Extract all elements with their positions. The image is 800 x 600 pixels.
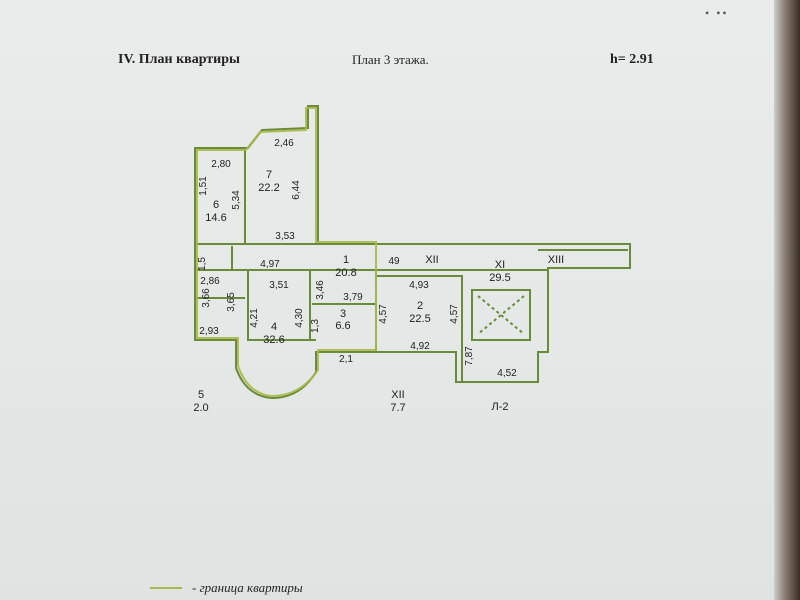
lift-l2-label: Л-2: [492, 401, 509, 413]
room-6-area: 14.6: [205, 212, 226, 224]
room-6-number: 6: [213, 199, 219, 211]
room-5-area: 2.0: [193, 402, 208, 414]
room-1-number: 1: [343, 254, 349, 266]
room-xii-area: 7.7: [390, 402, 405, 414]
legend: - граница квартиры: [150, 580, 303, 596]
room-7-area: 22.2: [258, 182, 279, 194]
room-4-area: 32.6: [263, 334, 284, 346]
dim-3-51: 3,51: [269, 280, 289, 291]
dim-4-97: 4,97: [260, 259, 280, 270]
dim-3-79: 3,79: [343, 292, 363, 303]
corridor-xii-label: XII: [425, 254, 438, 266]
plan-title: IV. План квартиры: [118, 52, 240, 67]
dim-2-1: 2,1: [339, 354, 353, 365]
dim-7-87: 7,87: [464, 346, 475, 366]
room-xi-area: 29.5: [489, 272, 510, 284]
dim-2-86: 2,86: [200, 276, 220, 287]
room-xi-number: XI: [495, 259, 505, 271]
floor-plan: 7 22.2 6 14.6 1 20.8 2 22.5 3 6.6 4 32.6…: [193, 105, 631, 414]
corner-marks: • ••: [705, 6, 729, 20]
dim-6-44: 6,44: [291, 180, 302, 200]
paper-edge: [774, 0, 800, 600]
legend-text: - граница квартиры: [192, 580, 303, 595]
dim-3-53: 3,53: [275, 231, 295, 242]
dim-5-34: 5,34: [231, 190, 242, 210]
dim-49: 49: [388, 256, 400, 267]
dim-4-93: 4,93: [409, 280, 429, 291]
room-3-number: 3: [340, 308, 346, 320]
dim-2-46: 2,46: [274, 138, 294, 149]
dim-1-51: 1,51: [198, 176, 209, 196]
dim-1-5: 1,5: [197, 257, 208, 271]
room-2-area: 22.5: [409, 313, 430, 325]
plan-walls: [194, 105, 631, 400]
dim-4-21: 4,21: [249, 308, 260, 328]
dim-3-65: 3,65: [226, 292, 237, 312]
room-7-number: 7: [266, 169, 272, 181]
dim-2-80: 2,80: [211, 159, 231, 170]
room-2-number: 2: [417, 300, 423, 312]
legend-line-swatch: [150, 587, 182, 589]
dim-3-46: 3,46: [315, 280, 326, 300]
dim-4-57-right: 4,57: [449, 304, 460, 324]
dim-2-93: 2,93: [199, 326, 219, 337]
room-xii-number: XII: [391, 389, 404, 401]
room-3-area: 6.6: [335, 320, 350, 332]
dim-4-57-left: 4,57: [378, 304, 389, 324]
floor-label: План 3 этажа.: [352, 52, 429, 67]
room-1-area: 20.8: [335, 267, 356, 279]
corridor-xiii-label: XIII: [548, 254, 565, 266]
dim-1-3: 1,3: [310, 319, 321, 333]
dim-4-92: 4,92: [410, 341, 430, 352]
paper-sheet: [0, 0, 774, 600]
apartment-boundary: [196, 107, 377, 398]
room-4-number: 4: [271, 321, 277, 333]
dim-4-52: 4,52: [497, 368, 517, 379]
dim-3-66: 3,66: [201, 288, 212, 308]
ceiling-height: h= 2.91: [610, 52, 654, 67]
dim-4-30: 4,30: [294, 308, 305, 328]
room-5-number: 5: [198, 389, 204, 401]
